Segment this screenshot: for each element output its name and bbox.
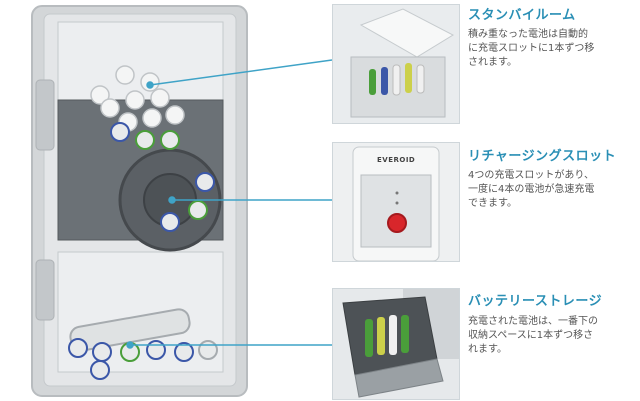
charger-cutaway-illustration xyxy=(31,5,248,397)
standby-room-photo xyxy=(332,4,460,124)
charging-batteries xyxy=(110,122,215,232)
recharging-slot-photo: EVEROID xyxy=(332,142,460,262)
recharging-slot-description: 4つの充電スロットがあり、 一度に4本の電池が急速充電 できます。 xyxy=(468,170,595,209)
stored-batteries xyxy=(68,308,218,380)
recharging-slot-title: リチャージングスロット xyxy=(468,149,617,164)
callout-lines xyxy=(126,59,333,349)
standby-room-description: 積み重なった電池は自動的 に充電スロットに1本ずつ移 されます。 xyxy=(468,29,595,68)
battery-storage-photo xyxy=(332,288,460,400)
device-front-image xyxy=(333,143,459,261)
storage-drawer-image xyxy=(333,289,459,399)
device-logo: EVEROID xyxy=(377,156,416,164)
battery-storage-description: 充電された電池は、一番下の 収納スペースに1本ずつ移さ れます。 xyxy=(468,316,598,355)
standby-batteries xyxy=(90,65,185,132)
standby-room-image xyxy=(333,5,459,123)
battery-storage-title: バッテリーストレージ xyxy=(468,294,603,309)
standby-room-title: スタンバイルーム xyxy=(468,8,576,23)
